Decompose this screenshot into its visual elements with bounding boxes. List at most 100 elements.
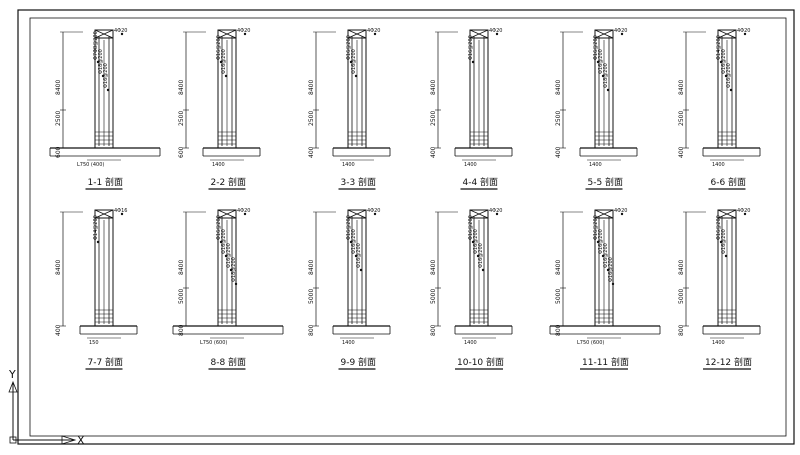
mid-height-label: 2500 xyxy=(55,111,62,126)
ucs-origin-box xyxy=(9,436,17,444)
rebar-label-dot xyxy=(234,282,238,286)
top-rebar-label: 4Φ20 xyxy=(489,28,502,34)
dimension-label: 1400 xyxy=(464,162,477,168)
base-label: 400 xyxy=(430,146,437,158)
dimension-label: 150 xyxy=(89,340,99,346)
rebar-label: Φ16@200 xyxy=(216,35,222,60)
callout-dot xyxy=(620,32,624,36)
cap-cross xyxy=(94,209,114,219)
callout-dot xyxy=(373,212,377,216)
ucs-icon: YX xyxy=(8,368,85,447)
mid-height-label: 2500 xyxy=(178,111,185,126)
dimension-label: L750 (600) xyxy=(577,340,604,346)
top-rebar-label: 4Φ20 xyxy=(237,208,250,214)
rebar-label: Φ16@200 xyxy=(226,243,232,268)
rebar-label-dot xyxy=(601,254,605,258)
ucs-y-label: Y xyxy=(8,368,16,381)
height-label: 8400 xyxy=(555,80,562,95)
mid-height-label: 2500 xyxy=(308,111,315,126)
rebar-label-dot xyxy=(96,240,100,244)
callout-dot xyxy=(243,32,247,36)
callout-dot xyxy=(120,32,124,36)
rebar-label-dot xyxy=(349,240,353,244)
rebar-label-dot xyxy=(601,74,605,78)
dimension-label: 1400 xyxy=(712,340,725,346)
top-rebar-label: 4Φ20 xyxy=(737,208,750,214)
rebar-label: Φ18@200 xyxy=(603,63,609,88)
callout-dot xyxy=(243,212,247,216)
height-label: 8400 xyxy=(678,80,685,95)
rebar-label-dot xyxy=(219,60,223,64)
wall-cap xyxy=(469,29,489,39)
wall-cap xyxy=(217,209,237,219)
callout-dot xyxy=(495,212,499,216)
rebar-label: Φ16@200 xyxy=(356,243,362,268)
rebar-label-dot xyxy=(229,268,233,272)
dimension-label: L750 (400) xyxy=(77,162,104,168)
rebar-label: Φ16@200 xyxy=(598,229,604,254)
wall-cap xyxy=(594,29,614,39)
section-5: 1400840025004004Φ20Φ16@200Φ16@200Φ18@200… xyxy=(555,28,638,190)
mid-height-label: 5000 xyxy=(178,289,185,304)
wall-cap xyxy=(94,209,114,219)
rebar-label: Φ16@200 xyxy=(603,243,609,268)
wall-cap xyxy=(717,29,737,39)
base-label: 400 xyxy=(555,146,562,158)
rebar-label: Φ16@200 xyxy=(478,243,484,268)
top-rebar-label: 4Φ20 xyxy=(489,208,502,214)
base-label: 800 xyxy=(308,324,315,336)
cap-cross xyxy=(594,209,614,219)
section-title: 4-4 剖面 xyxy=(463,176,499,188)
cap-cross xyxy=(347,29,367,39)
cap-cross xyxy=(94,29,114,39)
top-rebar-label: 4Φ20 xyxy=(114,28,127,34)
rebar-label: Φ16@200 xyxy=(593,215,599,240)
height-label: 8400 xyxy=(55,80,62,95)
cap-cross xyxy=(217,209,237,219)
section-title: 7-7 剖面 xyxy=(88,356,124,368)
outer-frame xyxy=(17,9,795,445)
mid-height-label: 2500 xyxy=(678,111,685,126)
rebar-label: Φ16@200 xyxy=(221,229,227,254)
section-title: 8-8 剖面 xyxy=(211,356,247,368)
rebar-label-dot xyxy=(224,254,228,258)
dimension-label: L750 (600) xyxy=(200,340,227,346)
cap-cross xyxy=(717,209,737,219)
wall-cap xyxy=(347,209,367,219)
cap-cross xyxy=(717,29,737,39)
rebar-label-dot xyxy=(354,74,358,78)
height-label: 8400 xyxy=(555,260,562,275)
rebar-label-dot xyxy=(724,74,728,78)
rebar-label: Φ18@200 xyxy=(231,257,237,282)
rebar-label: Φ18@200 xyxy=(98,49,104,74)
section-title: 12-12 剖面 xyxy=(705,356,752,368)
rebar-label-dot xyxy=(471,60,475,64)
height-label: 8400 xyxy=(308,80,315,95)
top-rebar-label: 4Φ20 xyxy=(737,28,750,34)
rebar-label-dot xyxy=(219,240,223,244)
mid-height-label: 5000 xyxy=(430,289,437,304)
rebar-label-dot xyxy=(476,254,480,258)
top-rebar-label: 4Φ20 xyxy=(367,208,380,214)
ucs-y-arrow xyxy=(8,380,18,393)
dimension-label: 1400 xyxy=(342,162,355,168)
mid-height-label: 5000 xyxy=(555,289,562,304)
section-8: L750 (600)840050008004Φ20Φ16@200Φ16@200Φ… xyxy=(172,208,284,370)
base-label: 400 xyxy=(308,146,315,158)
callout-dot xyxy=(373,32,377,36)
height-label: 8400 xyxy=(178,80,185,95)
cap-cross xyxy=(469,209,489,219)
cap-cross xyxy=(594,29,614,39)
cap-cross xyxy=(469,29,489,39)
dimension-label: 1400 xyxy=(212,162,225,168)
rebar-label-dot xyxy=(729,88,733,92)
mid-height-label: 5000 xyxy=(678,289,685,304)
mid-height-label: 2500 xyxy=(430,111,437,126)
cap-cross xyxy=(347,209,367,219)
rebar-label: Φ7Φ8@200 xyxy=(93,31,99,60)
rebar-label-dot xyxy=(596,240,600,244)
rebar-label: Φ16@200 xyxy=(351,49,357,74)
base-label: 400 xyxy=(55,324,62,336)
callout-dot xyxy=(743,212,747,216)
